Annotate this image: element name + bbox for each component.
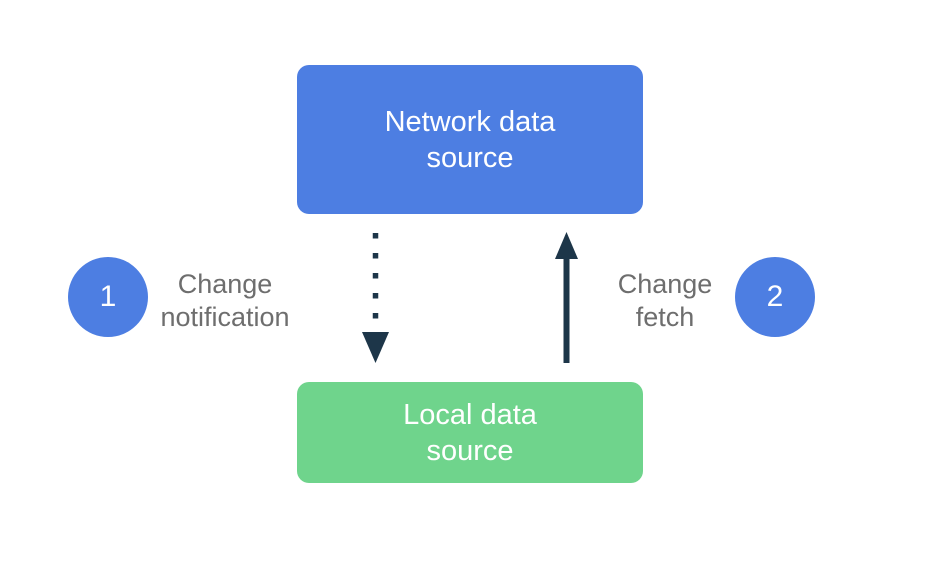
step-1-badge: 1 xyxy=(68,257,148,337)
step-2-badge: 2 xyxy=(735,257,815,337)
change-notification-label: Change notification xyxy=(160,269,290,332)
change-fetch-arrow-icon xyxy=(555,232,578,363)
local-data-source-node: Local data source xyxy=(297,382,643,483)
change-notification-arrow-icon xyxy=(362,233,389,363)
change-fetch-label: Change fetch xyxy=(617,269,713,332)
network-data-source-node: Network data source xyxy=(297,65,643,214)
